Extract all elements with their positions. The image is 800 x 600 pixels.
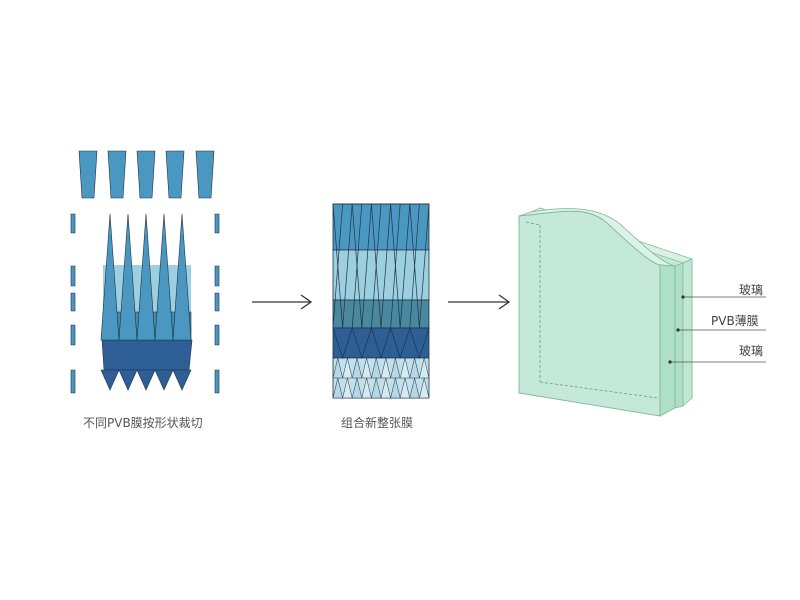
bottom-triangle-piece — [100, 369, 120, 391]
trapezoid-piece — [165, 150, 185, 199]
leader-dot — [681, 295, 685, 299]
step-2-caption: 组合新整张膜 — [341, 416, 414, 430]
sheet-pale-triangle — [409, 377, 420, 399]
process-arrows — [252, 294, 511, 310]
sheet-pale-triangle — [399, 377, 411, 399]
sheet-pale-triangle — [332, 377, 343, 399]
leader-dot — [668, 360, 672, 364]
sheet-navy-triangle — [409, 327, 430, 360]
trapezoid-piece — [195, 150, 215, 199]
cut-pvb-film-pieces — [70, 150, 220, 394]
leader-dot — [676, 328, 680, 332]
bottom-triangle-piece — [154, 369, 174, 391]
glass-layer-label-outer: 玻璃 — [739, 283, 764, 297]
sheet-spike-edge — [332, 203, 343, 329]
hidden-edge-corner — [525, 221, 541, 226]
left-edge-piece — [70, 369, 76, 394]
sheet-spike-edge — [409, 203, 420, 329]
sheet-pale-triangle — [380, 377, 391, 399]
pvb-side-edge — [674, 262, 684, 409]
tall-triangle-piece — [172, 213, 192, 341]
pvb-layer-label: PVB薄膜 — [711, 314, 759, 328]
right-edge-piece — [214, 324, 220, 346]
trapezoid-piece — [136, 150, 156, 199]
glass-layer-label-inner: 玻璃 — [739, 344, 764, 358]
sheet-spike-edge — [371, 203, 382, 329]
left-edge-piece — [70, 265, 76, 287]
left-edge-piece — [70, 213, 76, 234]
back-glass-side-edge — [682, 258, 693, 407]
step-1-caption: 不同PVB膜按形状裁切 — [83, 416, 203, 430]
sheet-pale-triangle — [361, 377, 372, 399]
left-edge-piece — [70, 324, 76, 346]
sheet-pale-triangle — [342, 377, 353, 399]
sheet-navy-triangle — [390, 327, 411, 360]
front-glass-side-edge — [659, 264, 676, 417]
trapezoid-piece — [107, 150, 127, 199]
navy-film-band — [101, 339, 193, 371]
tall-triangle-piece — [100, 213, 120, 341]
bottom-triangle-piece — [172, 369, 192, 391]
sheet-navy-triangle — [332, 327, 353, 360]
laminated-glass-panel — [518, 207, 766, 417]
tall-triangle-piece — [118, 213, 138, 341]
combined-pvb-film-sheet — [332, 203, 430, 399]
sheet-pale-triangle — [371, 377, 382, 399]
bottom-triangle-piece — [118, 369, 138, 391]
arrow-1 — [252, 294, 313, 310]
sheet-spike-edge — [390, 203, 401, 329]
bottom-triangle-piece — [136, 369, 156, 391]
sheet-pale-triangle — [390, 377, 401, 399]
sheet-pale-triangle — [419, 377, 430, 399]
sheet-pale-triangle — [351, 377, 363, 399]
sheet-band-light — [332, 249, 430, 301]
sheet-navy-triangle — [351, 327, 372, 360]
tall-triangle-piece — [154, 213, 174, 341]
right-edge-piece — [214, 369, 220, 394]
arrow-2 — [448, 294, 511, 310]
trapezoid-piece — [78, 150, 98, 199]
tall-triangle-piece — [136, 213, 156, 341]
right-edge-piece — [214, 265, 220, 287]
sheet-navy-triangle — [370, 327, 392, 360]
right-edge-piece — [214, 292, 220, 312]
left-edge-piece — [70, 292, 76, 312]
sheet-band-blue — [332, 203, 430, 251]
sheet-spike-edge — [351, 203, 363, 329]
right-edge-piece — [214, 213, 220, 234]
